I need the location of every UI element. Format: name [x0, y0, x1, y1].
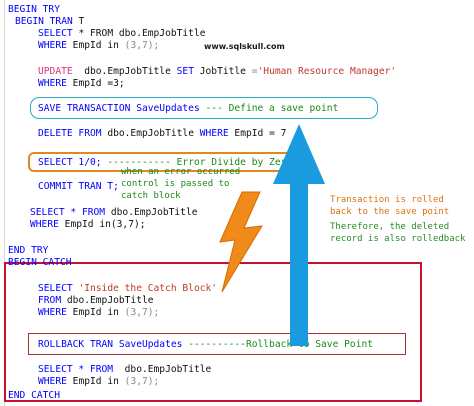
code-line-end-try: END TRY	[8, 245, 49, 256]
error-note-line-3: catch block	[121, 191, 181, 201]
code-line-save-transaction: SAVE TRANSACTION SaveUpdates --- Define …	[38, 103, 339, 114]
code-line-delete: DELETE FROM dbo.EmpJobTitle WHERE EmpId …	[38, 128, 287, 139]
rolled-note-line-2: back to the save point	[330, 207, 450, 217]
code-line-select-catch: SELECT 'Inside the Catch Block'	[38, 283, 218, 294]
code-line-select-3: SELECT * FROM dbo.EmpJobTitle	[38, 364, 212, 375]
code-line-end-catch: END CATCH	[8, 390, 60, 401]
deleted-note-line-1: Therefore, the deleted	[330, 222, 450, 232]
error-note-line-2: control is passed to	[121, 179, 230, 189]
code-line-where-4: WHERE EmpId in (3,7);	[38, 307, 160, 318]
code-line-where-2: WHERE EmpId =3;	[38, 78, 125, 89]
deleted-note-line-2: record is also rolledback	[330, 234, 466, 244]
error-note-line-1: when an error occurred	[121, 167, 241, 177]
code-line-commit: COMMIT TRAN T;	[38, 181, 119, 192]
code-line-begin-try: BEGIN TRY	[8, 4, 60, 15]
code-line-begin-tran: BEGIN TRAN T	[15, 16, 85, 27]
code-line-where-3: WHERE EmpId in(3,7);	[30, 219, 146, 230]
code-line-from: FROM dbo.EmpJobTitle	[38, 295, 154, 306]
code-line-begin-catch: BEGIN CATCH	[8, 257, 72, 268]
code-line-where-1: WHERE EmpId in (3,7);	[38, 40, 160, 51]
code-line-update: UPDATE dbo.EmpJobTitle SET JobTitle ='Hu…	[38, 66, 397, 77]
code-line-select-1: SELECT * FROM dbo.EmpJobTitle	[38, 28, 206, 39]
code-line-select-2: SELECT * FROM dbo.EmpJobTitle	[30, 207, 198, 218]
save-point-box	[30, 97, 378, 119]
catch-block-box	[4, 262, 422, 402]
rollback-box	[28, 333, 406, 355]
code-line-where-5: WHERE EmpId in (3,7);	[38, 376, 160, 387]
code-line-select-div-zero: SELECT 1/0; ----------- Error Divide by …	[38, 157, 293, 168]
editor-gutter	[4, 0, 5, 406]
watermark-url: www.sqlskull.com	[204, 42, 285, 51]
rolled-note-line-1: Transaction is rolled	[330, 195, 444, 205]
